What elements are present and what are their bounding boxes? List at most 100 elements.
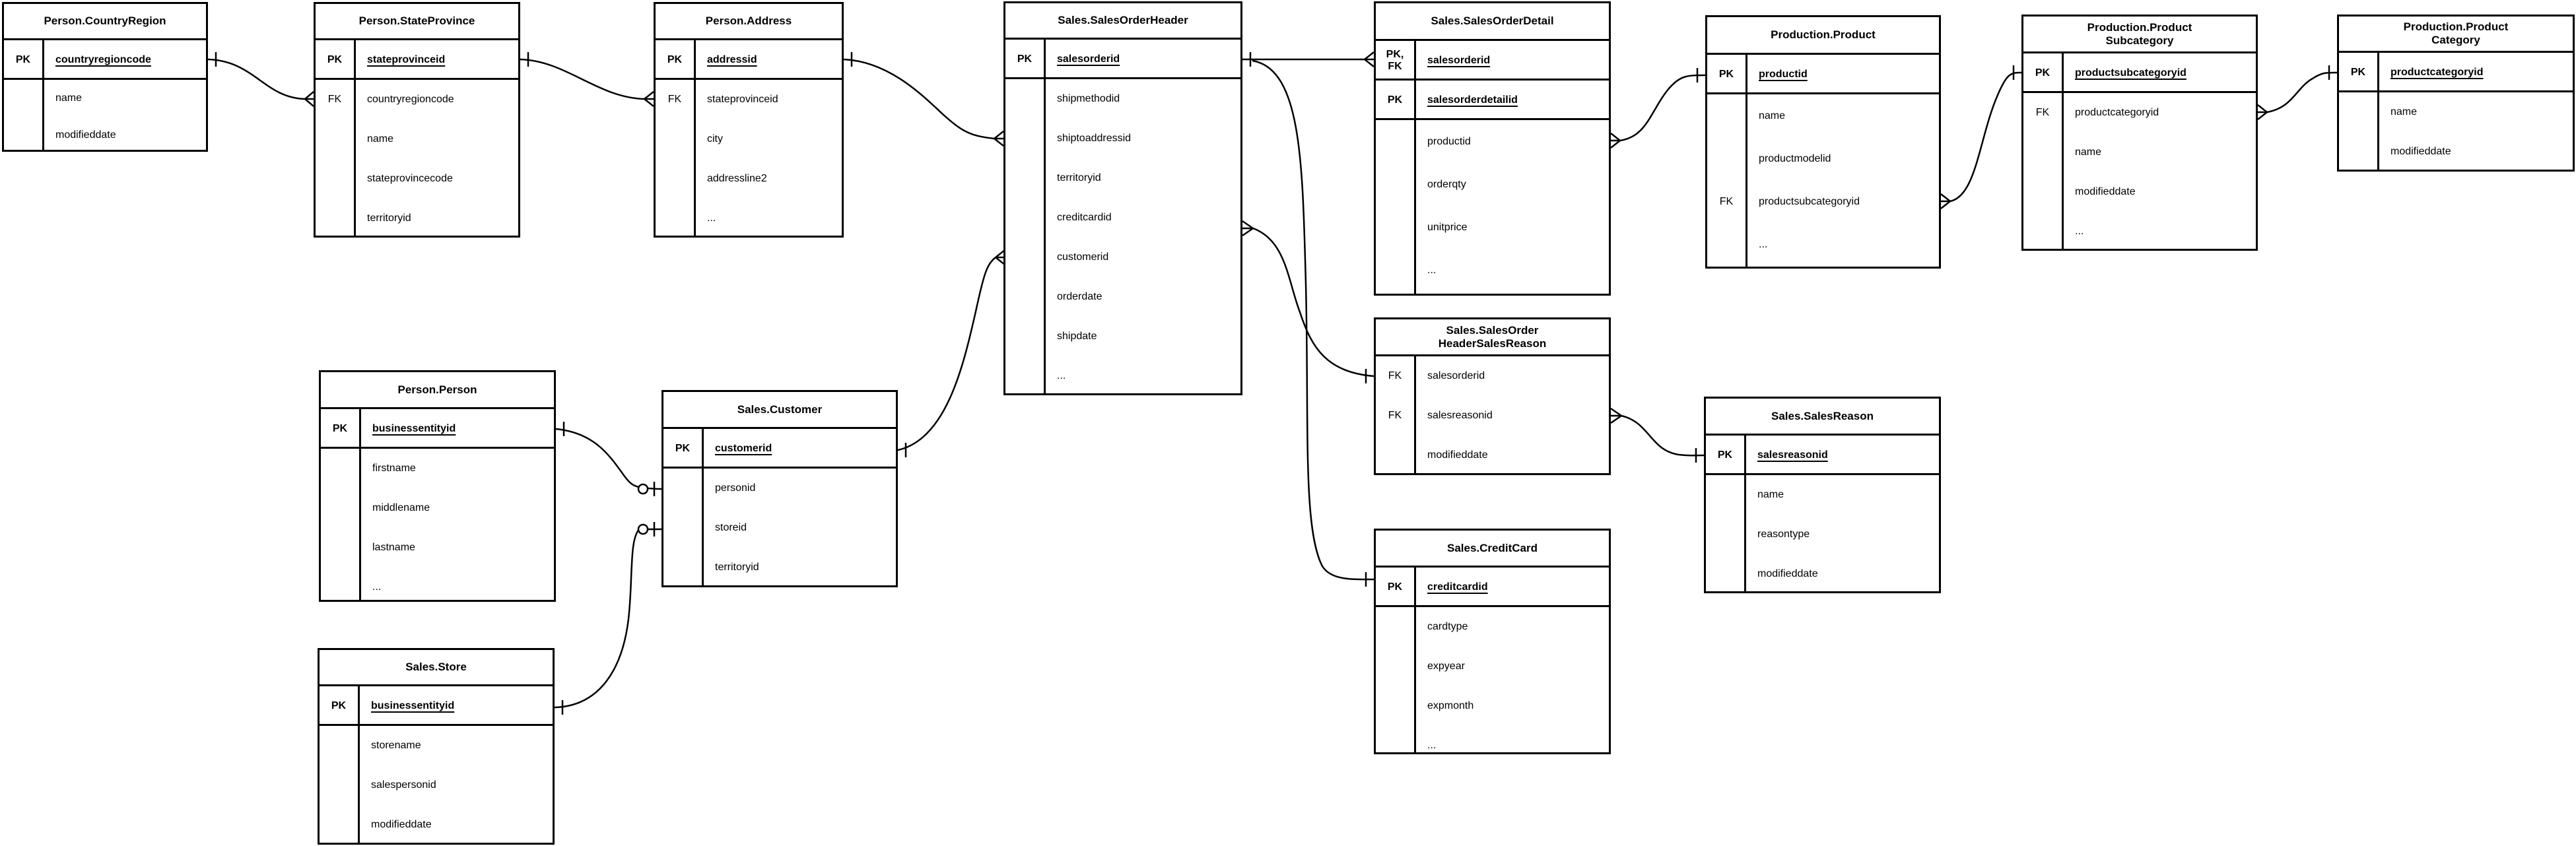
cardinality-zero-circle-icon (637, 483, 649, 495)
field-middlename: middlename (372, 502, 430, 513)
key-column-divider (358, 686, 360, 843)
relationship-line[interactable] (843, 58, 995, 140)
fk-label: FK (1388, 410, 1402, 422)
field-reasontype: reasontype (1757, 529, 1810, 540)
field-name: name (367, 133, 394, 145)
field-modifieddate: modifieddate (55, 129, 116, 141)
pk-label: PK (2350, 67, 2366, 79)
field-creditcardid: creditcardid (1427, 581, 1488, 593)
relationship-line[interactable] (1619, 74, 1706, 142)
key-column-divider (42, 40, 44, 150)
connector-store-to-customer[interactable] (554, 522, 661, 715)
table-title: Sales.SalesOrderDetail (1376, 3, 1609, 41)
cardinality-many-crowfoot-icon (994, 131, 1004, 139)
key-column-divider (1744, 436, 1746, 591)
key-column-divider (2062, 53, 2064, 249)
cardinality-many-crowfoot-icon (644, 91, 654, 100)
row-divider (2023, 91, 2256, 93)
relationship-line[interactable] (897, 257, 996, 451)
connector-stateprovince-to-address[interactable] (520, 52, 654, 107)
fk-label: FK (667, 94, 682, 106)
field-productcategoryid: productcategoryid (2075, 107, 2159, 118)
field-stateprovinceid: stateprovinceid (367, 54, 446, 65)
relationship-line[interactable] (2266, 71, 2338, 114)
row-divider (1376, 605, 1609, 607)
field-ellipsis: ... (1427, 740, 1437, 751)
relationship-line[interactable] (554, 528, 661, 709)
table-title: Sales.SalesOrder HeaderSalesReason (1376, 319, 1609, 356)
key-column-divider (1414, 568, 1416, 752)
field-productcategoryid: productcategoryid (2390, 67, 2484, 78)
field-name: name (55, 92, 83, 104)
field-ellipsis: ... (707, 212, 716, 224)
field-storeid: storeid (715, 522, 747, 533)
field-unitprice: unitprice (1427, 221, 1468, 233)
field-addressid: addressid (707, 54, 757, 65)
connector-salesorderheader-to-creditcard[interactable] (1252, 59, 1374, 587)
field-modifieddate: modifieddate (1427, 449, 1488, 461)
field-countryregioncode: countryregioncode (55, 54, 151, 65)
connector-salesorderheadersalesreason-to-salesreason[interactable] (1610, 407, 1705, 463)
cardinality-many-crowfoot-icon (1610, 414, 1622, 424)
connector-countryregion-to-stateprovince[interactable] (207, 52, 314, 107)
row-divider (4, 78, 206, 80)
field-modifieddate: modifieddate (2390, 146, 2451, 157)
field-productsubcategoryid: productsubcategoryid (1759, 195, 1860, 207)
field-salesreasonid: salesreasonid (1427, 410, 1493, 421)
connector-salesorderheader-to-salesorderdetail[interactable] (1242, 51, 1374, 67)
relationship-line[interactable] (555, 428, 662, 490)
key-column-divider (1746, 55, 1747, 267)
field-ellipsis: ... (1427, 264, 1437, 276)
table-title: Sales.SalesReason (1706, 399, 1939, 436)
cardinality-many-crowfoot-icon (995, 257, 1005, 265)
relationship-line[interactable] (520, 58, 645, 100)
cardinality-many-crowfoot-icon (2257, 112, 2268, 120)
field-shiptoaddressid: shiptoaddressid (1057, 133, 1132, 144)
relationship-line[interactable] (1252, 227, 1374, 377)
relationship-line[interactable] (1252, 59, 1374, 581)
connector-person-to-customer[interactable] (555, 422, 662, 496)
pk-label: PK (1718, 69, 1734, 81)
connector-product-to-productsubcategory[interactable] (1940, 65, 2022, 209)
relationship-line[interactable] (207, 58, 306, 100)
field-salesorderid: salesorderid (1427, 55, 1491, 66)
connector-productsubcategory-to-productcategory[interactable] (2257, 65, 2338, 120)
cardinality-many-crowfoot-icon (1364, 59, 1374, 67)
field-firstname: firstname (372, 463, 416, 474)
fk-label: FK (1719, 195, 1734, 207)
relationship-line[interactable] (1949, 71, 2022, 203)
row-divider (1706, 473, 1939, 475)
row-divider (1376, 79, 1609, 81)
table-title: Production.Product Category (2339, 16, 2573, 53)
field-stateprovinceid: stateprovinceid (707, 94, 778, 105)
cardinality-many-crowfoot-icon (1940, 193, 1951, 202)
field-orderdate: orderdate (1057, 291, 1102, 302)
pk-label: PK (1387, 94, 1403, 106)
connector-address-to-salesorderheader[interactable] (843, 52, 1004, 146)
connector-salesorderheader-to-salesorderheadersalesreason[interactable] (1242, 220, 1374, 383)
row-divider (316, 78, 518, 80)
pk-label: PK (667, 54, 683, 66)
field-lastname: lastname (372, 542, 415, 553)
connector-customer-to-salesorderheader[interactable] (897, 249, 1005, 457)
key-column-divider (702, 429, 704, 585)
key-column-divider (1414, 41, 1416, 294)
relationship-line[interactable] (1621, 414, 1705, 457)
connector-salesorderdetail-to-product[interactable] (1610, 68, 1706, 148)
